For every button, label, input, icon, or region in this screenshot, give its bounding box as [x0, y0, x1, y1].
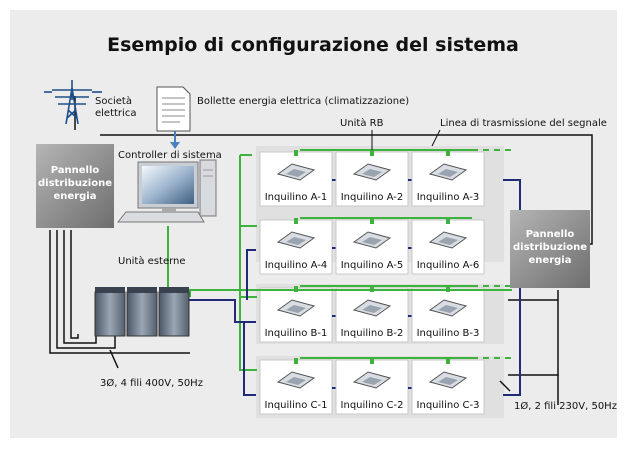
indoor-unit-grille-icon	[362, 169, 382, 177]
indoor-unit-grille-icon	[362, 377, 382, 385]
rb-connector-icon	[370, 150, 374, 156]
controller-arrow-head-icon	[170, 142, 180, 149]
signal-line-pointer	[431, 129, 441, 147]
tenant-label: Inquilino A-6	[417, 260, 480, 271]
rb-connector-icon	[294, 358, 298, 364]
tenant-box: Inquilino A-6	[411, 218, 485, 275]
system-controller-icon	[116, 159, 217, 223]
indoor-unit-grille-icon	[286, 377, 306, 385]
bills-label: Bollette energia elettrica (climatizzazi…	[197, 96, 409, 107]
indoor-unit-grille-icon	[438, 169, 458, 177]
tenant-label: Inquilino B-2	[341, 328, 404, 339]
diagram-title: Esempio di configurazione del sistema	[107, 34, 519, 56]
rb-connector-icon	[446, 150, 450, 156]
panel-right-label-3: energia	[529, 255, 572, 266]
panel-left-label-1: Pannello	[51, 165, 100, 176]
tenant-grid: Inquilino A-1 Inquilino A-2 Inquilino A-3I…	[259, 150, 485, 415]
outdoor-units-label: Unità esterne	[118, 255, 186, 267]
signal-line-label: Linea di trasmissione del segnale	[440, 118, 607, 129]
rb-connector-icon	[370, 358, 374, 364]
bill-document-icon	[156, 86, 191, 132]
tenant-box: Inquilino A-3	[411, 150, 485, 207]
power-panel-left-box	[36, 144, 114, 228]
panel-left-label-2: distribuzione	[38, 178, 112, 189]
tenant-box: Inquilino A-2	[335, 150, 409, 207]
rb-connector-icon	[446, 218, 450, 224]
panel-right-label-2: distribuzione	[513, 242, 587, 253]
power-panel-right-box	[510, 210, 590, 288]
indoor-unit-grille-icon	[438, 237, 458, 245]
outdoor-units-icon	[94, 287, 190, 337]
rb-connector-icon	[294, 150, 298, 156]
tenant-label: Inquilino A-5	[341, 260, 404, 271]
rb-connector-icon	[446, 358, 450, 364]
rb-connector-icon	[370, 218, 374, 224]
power-panel-right: Pannello distribuzione energia	[510, 210, 590, 288]
tenant-box: Inquilino A-4	[259, 218, 333, 275]
tenant-label: Inquilino B-1	[265, 328, 328, 339]
tenant-label: Inquilino C-2	[341, 400, 404, 411]
tenant-box: Inquilino A-5	[335, 218, 409, 275]
tenant-label: Inquilino A-4	[265, 260, 328, 271]
tenant-label: Inquilino A-1	[265, 192, 328, 203]
tenant-box: Inquilino B-1	[259, 286, 333, 343]
indoor-unit-grille-icon	[438, 377, 458, 385]
utility-label-1: Società	[95, 95, 132, 107]
tenant-box: Inquilino B-3	[411, 286, 485, 343]
indoor-unit-grille-icon	[362, 237, 382, 245]
utility-label-2: elettrica	[95, 108, 136, 119]
power-panel-left: Pannello distribuzione energia	[36, 144, 114, 228]
tenant-box: Inquilino A-1	[259, 150, 333, 207]
indoor-unit-grille-icon	[362, 305, 382, 313]
tenant-box: Inquilino B-2	[335, 286, 409, 343]
panel-left-label-3: energia	[54, 191, 97, 202]
rb-connector-icon	[294, 218, 298, 224]
transmission-tower-icon	[44, 80, 102, 125]
tenant-box: Inquilino C-1	[259, 358, 333, 415]
power-spec-right: 1Ø, 2 fili 230V, 50Hz	[514, 400, 617, 412]
tenant-label: Inquilino C-3	[417, 400, 480, 411]
power-spec-left: 3Ø, 4 fili 400V, 50Hz	[100, 377, 203, 389]
tenant-label: Inquilino B-3	[417, 328, 480, 339]
tenant-label: Inquilino C-1	[265, 400, 328, 411]
indoor-unit-grille-icon	[286, 237, 306, 245]
rb-unit-label: Unità RB	[340, 117, 384, 129]
tenant-box: Inquilino C-2	[335, 358, 409, 415]
indoor-unit-grille-icon	[286, 169, 306, 177]
tenant-box: Inquilino C-3	[411, 358, 485, 415]
panel-right-label-1: Pannello	[526, 229, 575, 240]
indoor-unit-grille-icon	[438, 305, 458, 313]
controller-label: Controller di sistema	[118, 150, 222, 161]
tenant-label: Inquilino A-3	[417, 192, 480, 203]
indoor-unit-grille-icon	[286, 305, 306, 313]
tenant-label: Inquilino A-2	[341, 192, 404, 203]
